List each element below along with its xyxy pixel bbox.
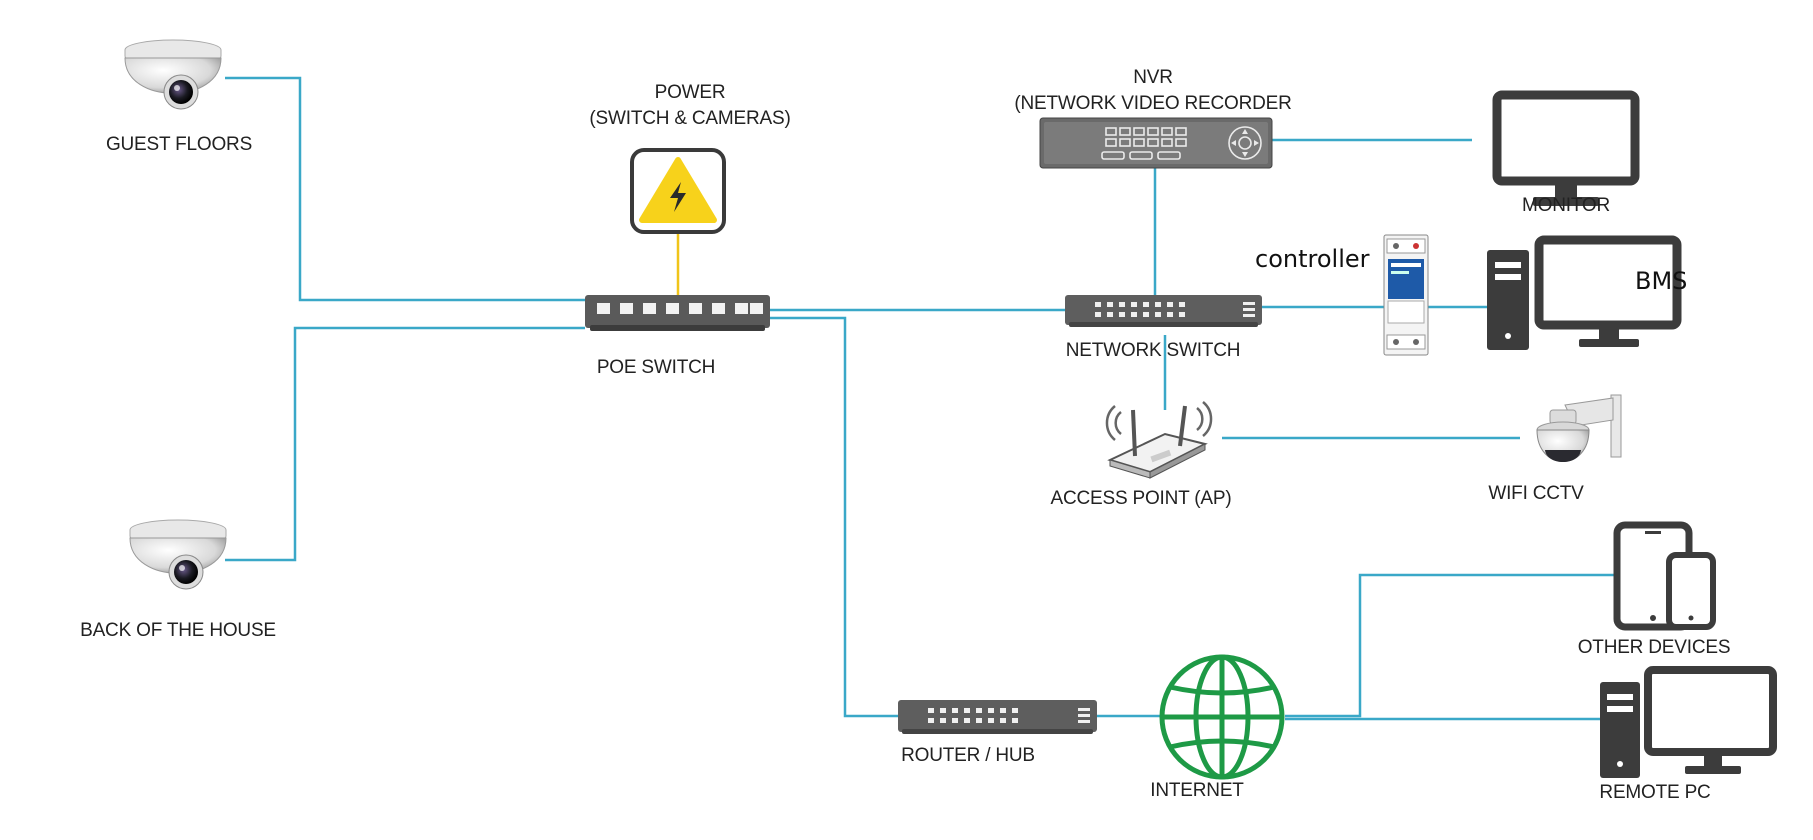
- link-poe-to-router: [770, 316, 898, 718]
- connections: [225, 76, 1617, 721]
- label-internet: INTERNET: [1150, 780, 1244, 801]
- label-network-switch: NETWORK SWITCH: [1065, 340, 1241, 361]
- link-guest-floors-to-poe: [225, 76, 585, 302]
- wifi-cctv-camera-icon: [1536, 394, 1622, 462]
- other-devices-icon: [1613, 521, 1716, 631]
- label-nvr-line1: NVR: [1133, 67, 1173, 88]
- bms-computer-icon: [1487, 235, 1682, 350]
- label-access-point: ACCESS POINT (AP): [1050, 488, 1232, 509]
- label-router-hub: ROUTER / HUB: [901, 745, 1035, 766]
- label-controller: controller: [1255, 245, 1370, 273]
- label-back-of-house: BACK OF THE HOUSE: [80, 620, 276, 641]
- dome-camera-icon-back-of-house: [129, 519, 227, 590]
- controller-device-icon: [1383, 234, 1429, 356]
- poe-switch-icon: [585, 295, 770, 331]
- link-back-of-house-to-poe: [225, 326, 585, 562]
- remote-pc-icon: [1600, 666, 1777, 778]
- label-remote-pc: REMOTE PC: [1599, 782, 1711, 803]
- dome-camera-icon-guest-floors: [124, 39, 222, 110]
- label-wifi-cctv: WIFI CCTV: [1488, 483, 1584, 504]
- access-point-icon: [1105, 401, 1213, 479]
- power-icon: [630, 148, 726, 234]
- label-nvr-line2: (NETWORK VIDEO RECORDER: [1014, 93, 1292, 114]
- label-power-line1: POWER: [654, 82, 726, 103]
- label-poe-switch: POE SWITCH: [596, 357, 716, 378]
- internet-globe-icon: [1159, 654, 1285, 780]
- network-switch-icon: [1065, 295, 1262, 327]
- label-guest-floors: GUEST FLOORS: [105, 134, 253, 155]
- label-bms: BMS: [1635, 267, 1688, 295]
- monitor-icon: [1492, 90, 1640, 206]
- nvr-icon: [1039, 117, 1273, 169]
- link-internet-to-other-devices: [1285, 573, 1617, 718]
- router-hub-icon: [898, 700, 1097, 734]
- label-power-line2: (SWITCH & CAMERAS): [589, 108, 791, 129]
- label-other-devices: OTHER DEVICES: [1577, 637, 1731, 658]
- label-monitor: MONITOR: [1522, 195, 1610, 216]
